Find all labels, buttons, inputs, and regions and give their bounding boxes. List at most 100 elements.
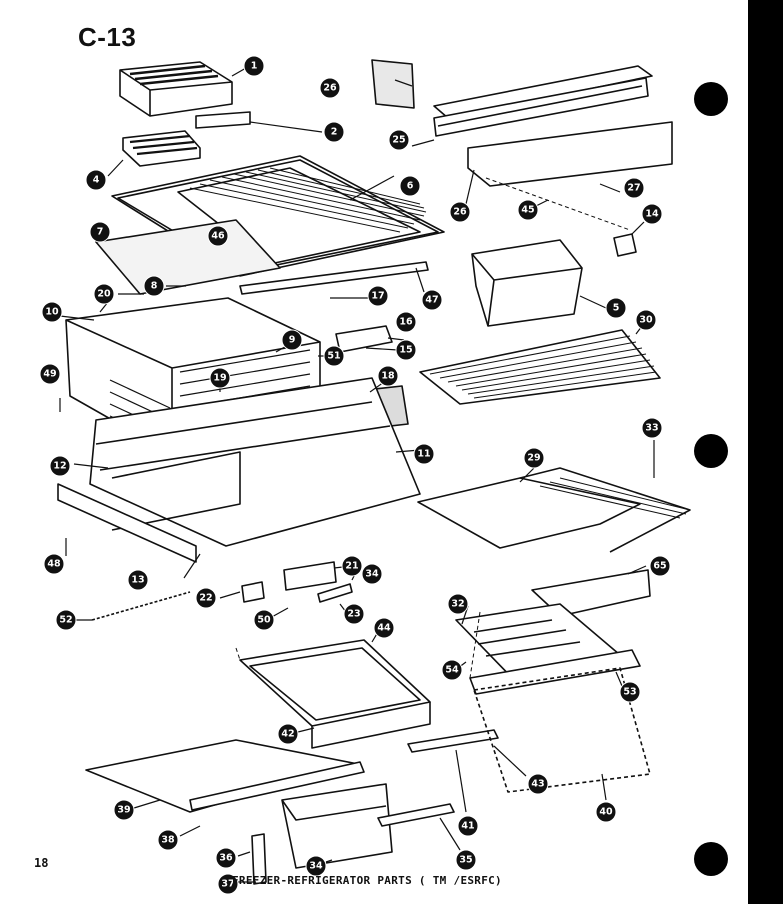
callout-4: 4 [85, 169, 107, 191]
callout-label: 22 [199, 593, 212, 604]
callout-36: 36 [215, 847, 237, 869]
callout-label: 36 [219, 853, 233, 864]
callout-23: 23 [343, 603, 365, 625]
callout-9: 9 [281, 329, 303, 351]
callout-circle [281, 329, 303, 351]
binder-hole-middle [694, 434, 728, 468]
callout-42: 42 [277, 723, 299, 745]
part-crisper-cover [455, 569, 651, 695]
part-tray [473, 667, 651, 793]
callout-38: 38 [157, 829, 179, 851]
callout-label: 65 [653, 561, 666, 572]
part-wire-shelf [419, 329, 661, 405]
callout-54: 54 [441, 659, 463, 681]
callout-circle [595, 801, 617, 823]
callout-19: 19 [209, 367, 231, 389]
part-knob [241, 581, 265, 603]
callout-34: 34 [305, 855, 327, 877]
callout-circle [641, 417, 663, 439]
callout-circle [157, 829, 179, 851]
callout-circle [361, 563, 383, 585]
callout-label: 53 [623, 687, 636, 698]
callout-label: 9 [289, 335, 296, 346]
callout-label: 20 [97, 289, 111, 300]
callout-53: 53 [619, 681, 641, 703]
callout-44: 44 [373, 617, 395, 639]
part-thermostat [283, 561, 337, 591]
callout-34: 34 [361, 563, 383, 585]
callout-25: 25 [388, 129, 410, 151]
part-drawer [281, 783, 393, 869]
callout-8: 8 [143, 275, 165, 297]
callout-label: 39 [117, 805, 130, 816]
callout-14: 14 [641, 203, 663, 225]
callout-circle [207, 225, 229, 247]
callout-circle [217, 873, 239, 895]
part-support-leg [251, 833, 267, 885]
callout-label: 40 [599, 807, 613, 818]
callout-circle [641, 203, 663, 225]
callout-label: 30 [639, 315, 653, 326]
binder-hole-bottom [694, 842, 728, 876]
callout-label: 48 [47, 559, 61, 570]
callout-circle [455, 849, 477, 871]
callout-label: 43 [531, 779, 544, 790]
callout-circle [209, 367, 231, 389]
callout-26: 26 [449, 201, 471, 223]
callout-1: 1 [243, 55, 265, 77]
callout-label: 21 [345, 561, 358, 572]
callout-circle [341, 555, 363, 577]
part-shelf-frame [189, 761, 365, 811]
callout-circle [373, 617, 395, 639]
guide-lines [235, 177, 631, 679]
binder-hole-top [694, 82, 728, 116]
callout-circle [623, 177, 645, 199]
callout-label: 29 [527, 453, 540, 464]
callout-label: 18 [381, 371, 395, 382]
callout-circle [39, 363, 61, 385]
callout-label: 49 [43, 369, 56, 380]
part-slide-lower [377, 803, 455, 827]
callout-20: 20 [93, 283, 115, 305]
callout-30: 30 [635, 309, 657, 331]
callout-label: 11 [417, 449, 430, 460]
part-evap-cover [95, 219, 281, 295]
page-number: 18 [34, 856, 49, 870]
callout-16: 16 [395, 311, 417, 333]
callout-label: 34 [365, 569, 379, 580]
callout-label: 50 [257, 615, 271, 626]
callout-45: 45 [517, 199, 539, 221]
callout-circle [395, 339, 417, 361]
part-shelf-trim [433, 65, 653, 137]
callout-circle [113, 799, 135, 821]
callout-circle [85, 169, 107, 191]
callout-18: 18 [377, 365, 399, 387]
part-front-trim [239, 261, 429, 295]
callout-50: 50 [253, 609, 275, 631]
page-title: C-13 [78, 22, 137, 52]
callout-circle [367, 285, 389, 307]
parts-diagram: 1262254627264645147847510201716153095149… [39, 55, 691, 895]
callout-label: 33 [645, 423, 658, 434]
callout-label: 25 [392, 135, 405, 146]
callout-15: 15 [395, 339, 417, 361]
callout-label: 17 [371, 291, 384, 302]
part-ice-tray [122, 130, 201, 167]
callout-label: 23 [347, 609, 360, 620]
part-crisper-bin [471, 239, 583, 327]
callout-6: 6 [399, 175, 421, 197]
callout-label: 26 [323, 83, 337, 94]
callout-label: 45 [521, 205, 534, 216]
callout-circle [243, 55, 265, 77]
callout-41: 41 [457, 815, 479, 837]
callout-circle [388, 129, 410, 151]
part-slide [407, 729, 499, 753]
callout-circle [517, 199, 539, 221]
callout-11: 11 [413, 443, 435, 465]
callout-32: 32 [447, 593, 469, 615]
callout-circle [93, 283, 115, 305]
callout-label: 35 [459, 855, 472, 866]
callout-43: 43 [527, 773, 549, 795]
part-clip [613, 233, 637, 257]
